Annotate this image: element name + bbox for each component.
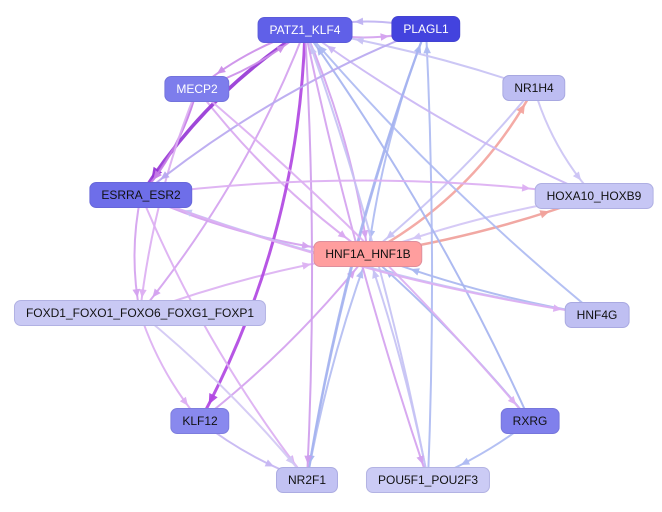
node-label: POU5F1_POU2F3 (377, 473, 479, 487)
node-label: NR1H4 (514, 81, 554, 95)
edge-NR1H4-HOXA10_HOXB9[interactable] (533, 87, 595, 197)
edge-arrowhead (386, 230, 396, 239)
edge-POU5F1_POU2F3-PLAGL1[interactable] (425, 28, 434, 481)
edge-FOXD1_FOXO1_FOXO6_FOXG1_FOXP1-NR2F1[interactable] (139, 312, 308, 481)
node-label: RXRG (512, 414, 548, 428)
node-FOXD1_FOXO1_FOXO6_FOXG1_FOXP1[interactable]: FOXD1_FOXO1_FOXO6_FOXG1_FOXP1 (13, 300, 267, 326)
node-label: HNF4G (576, 308, 618, 322)
node-KLF12[interactable]: KLF12 (170, 408, 230, 434)
edge-PATZ1_KLF4-FOXD1_FOXO1_FOXO6_FOXG1_FOXP1[interactable] (139, 29, 306, 314)
edge-arrowhead (410, 268, 420, 276)
edge-PATZ1_KLF4-KLF12[interactable] (198, 28, 307, 423)
edge-arrowhead (412, 232, 422, 240)
edge-arrowhead (216, 65, 226, 74)
edge-arrowhead (354, 17, 364, 26)
edge-arrowhead (208, 392, 218, 405)
node-label: MECP2 (176, 82, 218, 96)
edge-arrowhead (132, 288, 140, 298)
edge-arrowhead (572, 171, 582, 181)
edge-arrowhead (152, 288, 161, 298)
edge-PLAGL1-HNF1A_HNF1B[interactable] (367, 28, 427, 255)
edge-arrowhead (285, 455, 295, 465)
edge-arrowhead (539, 210, 550, 219)
edge-HNF4G-PATZ1_KLF4[interactable] (304, 29, 598, 316)
node-HNF1A_HNF1B[interactable]: HNF1A_HNF1B (313, 241, 423, 267)
edge-KLF12-HNF1A_HNF1B[interactable] (199, 253, 369, 422)
node-label: ESRRA_ESR2 (101, 188, 181, 202)
edge-arrowhead (318, 45, 327, 55)
edge-ESRRA_ESR2-NR2F1[interactable] (140, 194, 308, 481)
node-label: FOXD1_FOXO1_FOXO6_FOXG1_FOXP1 (25, 306, 255, 320)
edge-arrowhead (380, 33, 390, 41)
node-label: HOXA10_HOXB9 (546, 189, 642, 203)
edge-arrowhead (337, 230, 347, 239)
edge-NR2F1-HNF1A_HNF1B[interactable] (306, 253, 369, 481)
edge-arrowhead (301, 262, 312, 270)
edge-arrowhead (346, 269, 356, 279)
edge-HNF1A_HNF1B-NR1H4[interactable] (366, 86, 536, 256)
edge-PATZ1_KLF4-HNF1A_HNF1B[interactable] (304, 29, 369, 255)
edge-POU5F1_POU2F3-HNF1A_HNF1B[interactable] (367, 253, 429, 481)
edge-arrowhead (460, 457, 471, 465)
edge-arrowhead (301, 241, 311, 250)
edge-arrowhead (416, 455, 424, 465)
edge-PLAGL1-ESRRA_ESR2[interactable] (140, 28, 427, 196)
edge-arrowhead (160, 171, 170, 180)
edge-arrowhead (356, 269, 364, 279)
edge-arrowhead (516, 103, 525, 115)
node-ESRRA_ESR2[interactable]: ESRRA_ESR2 (89, 182, 193, 208)
edge-arrowhead (507, 395, 517, 405)
edge-arrowhead (360, 229, 369, 239)
node-label: PATZ1_KLF4 (269, 23, 341, 37)
node-POU5F1_POU2F3[interactable]: POU5F1_POU2F3 (365, 467, 491, 493)
edge-NR1H4-HNF1A_HNF1B[interactable] (367, 87, 535, 255)
edge-arrowhead (179, 396, 188, 406)
edge-arrowhead (423, 44, 431, 54)
edge-FOXD1_FOXO1_FOXO6_FOXG1_FOXP1-KLF12[interactable] (139, 312, 201, 422)
edge-arrowhead (264, 459, 274, 467)
node-HOXA10_HOXB9[interactable]: HOXA10_HOXB9 (534, 183, 654, 209)
edge-arrowhead (304, 455, 312, 465)
edge-ESRRA_ESR2-HNF4G[interactable] (140, 194, 598, 316)
edge-arrowhead (139, 289, 147, 298)
node-PLAGL1[interactable]: PLAGL1 (391, 16, 461, 42)
node-label: HNF1A_HNF1B (325, 247, 411, 261)
edge-arrowhead (552, 304, 562, 312)
edge-MECP2-HNF1A_HNF1B[interactable] (196, 88, 369, 255)
node-NR2F1[interactable]: NR2F1 (275, 467, 339, 493)
edge-arrowhead (372, 269, 380, 279)
edge-arrowhead (326, 45, 336, 54)
edge-arrowhead (309, 45, 317, 55)
node-PATZ1_KLF4[interactable]: PATZ1_KLF4 (257, 17, 353, 43)
edge-PATZ1_KLF4-ESRRA_ESR2[interactable] (139, 28, 307, 197)
node-NR1H4[interactable]: NR1H4 (502, 75, 566, 101)
node-label: PLAGL1 (403, 22, 449, 36)
node-RXRG[interactable]: RXRG (500, 408, 560, 434)
edge-PATZ1_KLF4-NR2F1[interactable] (304, 29, 314, 481)
edge-arrowhead (521, 184, 531, 192)
node-label: KLF12 (182, 414, 218, 428)
edge-arrowhead (276, 45, 286, 54)
edge-RXRG-PATZ1_KLF4[interactable] (304, 29, 531, 422)
edge-RXRG-HNF1A_HNF1B[interactable] (367, 253, 531, 422)
node-HNF4G[interactable]: HNF4G (564, 302, 630, 328)
edge-HOXA10_HOXB9-PATZ1_KLF4[interactable] (304, 29, 595, 197)
node-MECP2[interactable]: MECP2 (164, 76, 230, 102)
edge-ESRRA_ESR2-HOXA10_HOXB9[interactable] (140, 179, 595, 197)
edge-arrowhead (355, 37, 365, 45)
node-label: NR2F1 (287, 473, 327, 487)
edge-arrowhead (153, 170, 162, 180)
